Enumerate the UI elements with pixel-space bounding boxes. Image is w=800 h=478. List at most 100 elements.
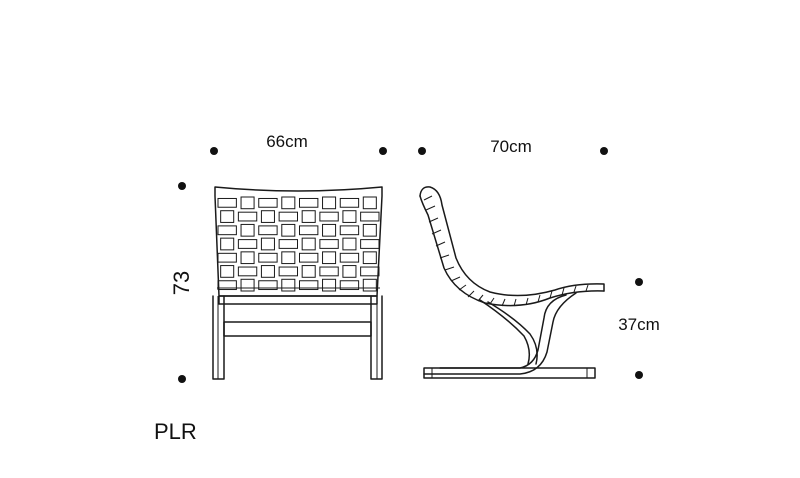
weave-cell	[220, 210, 235, 223]
seat-profile-outer	[419, 186, 605, 297]
weave-cell	[360, 239, 380, 249]
seat-profile-inner	[419, 195, 605, 307]
weave-cell	[322, 196, 337, 210]
cantilever-frame-back	[423, 292, 577, 375]
rear-strut-inner	[479, 299, 531, 365]
weave-cell	[360, 266, 380, 277]
weave-cell	[258, 225, 278, 236]
height-dot-bottom	[178, 375, 186, 383]
slat-mark	[435, 241, 446, 247]
weave-cell	[342, 265, 357, 278]
slat-mark	[450, 276, 461, 282]
weave-cell	[322, 278, 337, 292]
weave-cell	[319, 239, 339, 249]
weave-cell	[278, 239, 298, 249]
weave-cell	[342, 237, 357, 251]
weave-cell	[237, 239, 258, 249]
slat-mark	[431, 229, 442, 235]
slat-mark	[467, 290, 475, 298]
weave-cell	[278, 211, 298, 222]
slat-mark	[477, 294, 484, 302]
weave-cell	[258, 197, 278, 208]
weave-cell	[319, 211, 339, 222]
slat-mark	[423, 195, 433, 201]
weave-cell	[240, 251, 255, 265]
weave-cell	[240, 196, 255, 210]
weave-cell	[322, 223, 337, 237]
weave-cell	[260, 210, 275, 223]
chair-side-view	[419, 186, 605, 379]
weave-cell	[281, 278, 296, 292]
seat-dot-bottom	[635, 371, 643, 379]
weave-cell	[217, 225, 237, 236]
weave-cell	[339, 280, 360, 291]
height-dot-top	[178, 182, 186, 190]
weave-cell	[258, 280, 278, 291]
slat-mark	[458, 284, 467, 291]
dimension-dots	[178, 147, 643, 383]
weave-cell	[237, 266, 258, 277]
rear-strut	[487, 301, 538, 365]
weave-cell	[301, 265, 316, 278]
slat-mark	[525, 297, 529, 306]
slat-mark	[513, 298, 517, 307]
slat-mark	[537, 294, 541, 303]
weave-cell	[220, 237, 235, 251]
weave-cell	[342, 210, 357, 223]
slat-mark	[573, 285, 577, 293]
seat-height-label: 37cm	[618, 315, 660, 334]
slat-mark	[425, 205, 436, 211]
weave-cell	[237, 211, 258, 222]
seat-rail	[218, 295, 378, 305]
weave-cell	[360, 211, 380, 222]
weave-cell	[281, 196, 296, 210]
front-width-label: 66cm	[266, 132, 308, 151]
chair-front-view	[212, 186, 383, 380]
weave-cell	[339, 197, 360, 208]
weave-cell	[258, 252, 278, 263]
slat-mark	[561, 287, 565, 296]
weave-cell	[362, 278, 377, 292]
weave-cell	[362, 223, 377, 237]
weave-cell	[299, 280, 319, 291]
slat-mark	[444, 266, 455, 271]
slat-mark	[501, 298, 506, 307]
weave-cell	[362, 251, 377, 265]
weave-cell	[278, 266, 298, 277]
depth-dot-right	[600, 147, 608, 155]
seat-dot-top	[635, 278, 643, 286]
weave-cell	[217, 197, 237, 208]
weave-cell	[220, 265, 235, 278]
weave-cell	[299, 252, 319, 263]
front-stretcher	[223, 321, 372, 337]
weave-cell	[362, 196, 377, 210]
weave-cell	[299, 225, 319, 236]
weave-cell	[299, 197, 319, 208]
depth-dot-left	[418, 147, 426, 155]
woven-back-pattern	[217, 196, 380, 292]
slat-mark	[549, 290, 553, 299]
weave-cell	[301, 210, 316, 223]
product-code-label: PLR	[154, 419, 197, 444]
weave-cell	[260, 265, 275, 278]
slat-mark	[585, 284, 589, 292]
slat-mark	[428, 217, 439, 223]
weave-cell	[301, 237, 316, 251]
weave-cell	[339, 225, 360, 236]
weave-cell	[281, 223, 296, 237]
weave-cell	[240, 278, 255, 292]
weave-cell	[240, 223, 255, 237]
side-depth-label: 70cm	[490, 137, 532, 156]
weave-cell	[322, 251, 337, 265]
backrest-outline	[214, 186, 383, 297]
width-dot-right	[379, 147, 387, 155]
weave-cell	[281, 251, 296, 265]
weave-cell	[260, 237, 275, 251]
base-runner	[423, 367, 596, 379]
weave-cell	[319, 266, 339, 277]
cantilever-frame-front	[439, 294, 567, 369]
width-dot-left	[210, 147, 218, 155]
seat-slat-marks	[423, 195, 589, 307]
height-label: 73	[169, 271, 194, 295]
weave-cell	[339, 252, 360, 263]
